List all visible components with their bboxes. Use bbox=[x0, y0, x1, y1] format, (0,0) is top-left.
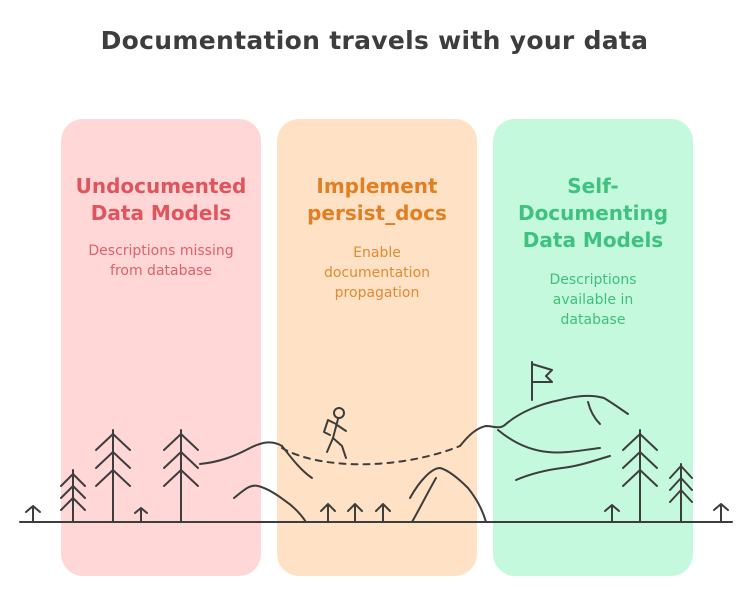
column-description: Descriptions available in database bbox=[549, 272, 637, 328]
diagram-title: Documentation travels with your data bbox=[100, 26, 649, 55]
column-description: Enable documentation propagation bbox=[323, 245, 431, 301]
column-description: Descriptions missing from database bbox=[88, 243, 234, 279]
column-heading: Undocumented Data Models bbox=[75, 174, 247, 225]
column-undocumented: Undocumented Data Models Descriptions mi… bbox=[61, 119, 261, 576]
pine-tree-icon bbox=[669, 463, 693, 523]
pine-tree-icon bbox=[60, 469, 86, 523]
summit-flag-icon bbox=[531, 361, 553, 401]
hiker-icon bbox=[323, 407, 347, 459]
pine-tree-icon bbox=[622, 429, 658, 523]
grass-sprout-icon bbox=[604, 504, 620, 523]
column-implement: Implement persist_docs Enable documentat… bbox=[277, 119, 477, 576]
mountain-icon bbox=[409, 467, 487, 523]
column-self-documenting: Self- Documenting Data Models Descriptio… bbox=[493, 119, 693, 576]
grass-sprout-icon bbox=[713, 503, 729, 523]
pine-tree-icon bbox=[163, 429, 199, 523]
column-heading: Implement persist_docs bbox=[307, 174, 447, 225]
grass-sprout-icon bbox=[375, 503, 391, 523]
grass-sprout-icon bbox=[347, 503, 363, 523]
grass-sprout-icon bbox=[25, 505, 41, 523]
pine-tree-icon bbox=[95, 429, 131, 523]
mountain-icon bbox=[459, 394, 629, 481]
grass-sprout-icon bbox=[134, 507, 148, 523]
trail-path bbox=[281, 445, 461, 466]
column-heading: Self- Documenting Data Models bbox=[517, 174, 669, 252]
grass-sprout-icon bbox=[320, 503, 336, 523]
